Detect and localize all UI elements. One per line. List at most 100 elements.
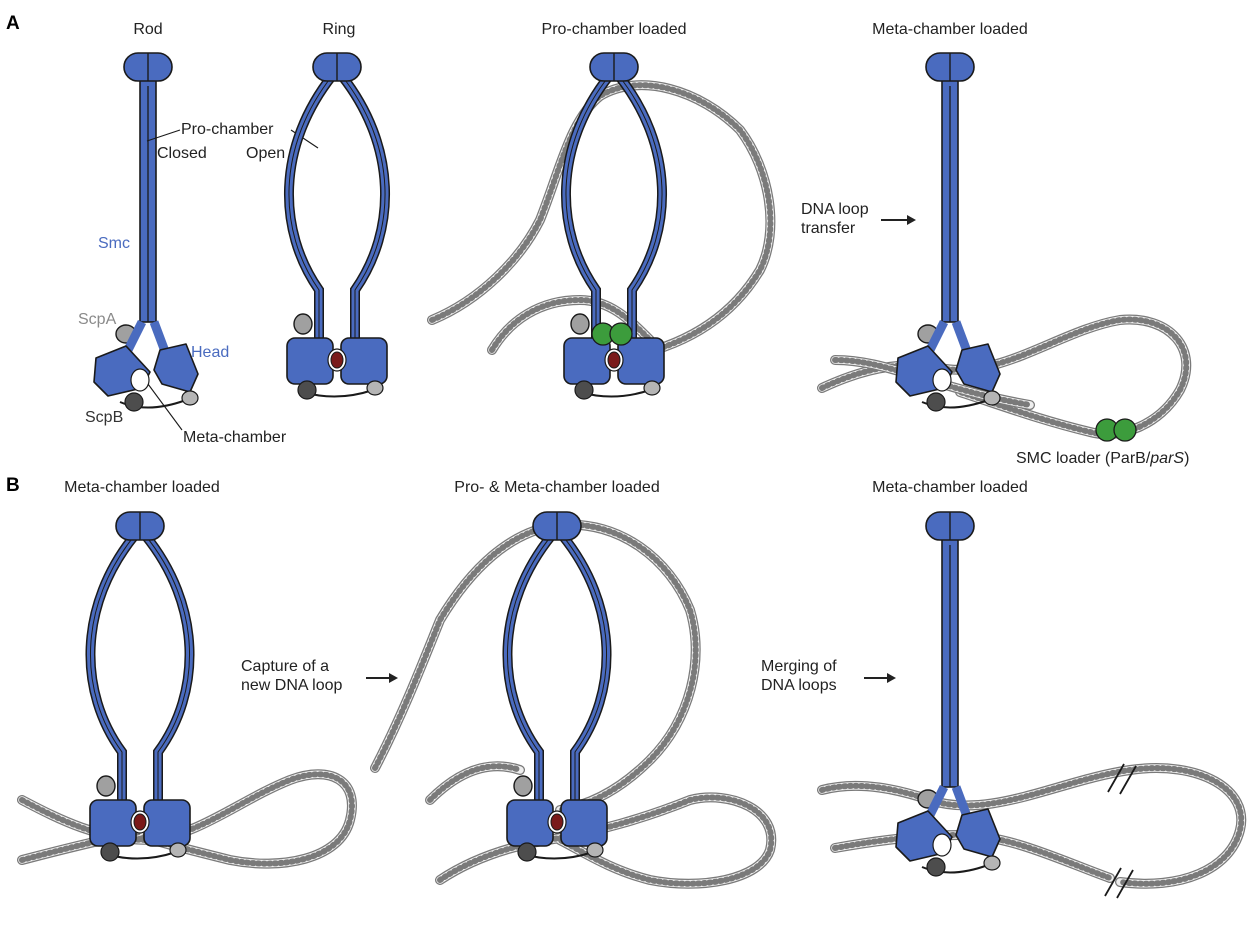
label-smc-loader-pars: parS [1150, 450, 1185, 467]
arm-left-line [507, 534, 553, 802]
atp-molecule [133, 813, 147, 831]
arm-left [87, 532, 138, 802]
dna-helix-turns [427, 763, 523, 803]
dna-strand-b2-left [425, 761, 525, 805]
arm-right-line [561, 534, 607, 802]
label-pro-chamber: Pro-chamber [181, 121, 274, 138]
head-right [955, 808, 1001, 858]
scpb-subunit [517, 842, 537, 862]
scpa-subunit [293, 313, 313, 335]
scpb-subunit [926, 857, 946, 877]
panel-b-title-pro-meta-loaded: Pro- & Meta-chamber loaded [454, 479, 660, 496]
arm-left-line [565, 75, 610, 340]
head-right [143, 799, 191, 847]
head-left [89, 799, 137, 847]
pointer-meta-chamber [147, 383, 183, 431]
smc-rod-a1 [93, 52, 199, 412]
break-mark-lower-2 [1116, 869, 1134, 899]
smc-ring-a3 [561, 52, 667, 400]
label-closed: Closed [157, 145, 207, 162]
panel-a-title-ring: Ring [322, 21, 356, 38]
label-meta-chamber: Meta-chamber [183, 429, 287, 446]
dna-body [818, 315, 1190, 438]
label-dna-loop-transfer: DNA loop transfer [801, 201, 869, 237]
label-scpb: ScpB [85, 409, 124, 426]
scpb-subunit [926, 392, 946, 412]
arm-right [339, 73, 389, 340]
head-right [340, 337, 388, 385]
arm-right [616, 73, 666, 340]
head-left [286, 337, 334, 385]
label-smc-loader-suffix: ) [1184, 450, 1190, 467]
break-mark-lower-1 [1104, 867, 1122, 897]
arm-right [142, 532, 193, 802]
meta-chamber-gap [932, 833, 952, 857]
dna-helix-turns [819, 765, 1245, 887]
break-mark-upper-2 [1119, 765, 1137, 795]
smc-ring-b1 [85, 511, 195, 862]
head-right [560, 799, 608, 847]
scpb-subunit [574, 380, 594, 400]
arrow-merging [864, 673, 896, 683]
smc-rod-a4 [895, 52, 1001, 412]
parb-dimer-right [609, 322, 633, 346]
dna-loop-b2-pro [370, 519, 701, 815]
arrow-capture [366, 673, 398, 683]
panel-a-title-meta-loaded: Meta-chamber loaded [872, 21, 1028, 38]
meta-chamber-gap [130, 368, 150, 392]
scpb-subunit [297, 380, 317, 400]
dna-helix-turns [372, 521, 699, 813]
pointer-pro-chamber-closed [146, 129, 181, 142]
smc-loader-a4 [1095, 418, 1137, 442]
panel-a-title-rod: Rod [133, 21, 163, 38]
arm-left-line [90, 534, 136, 802]
atp-molecule [550, 813, 564, 831]
scpa-subunit [513, 775, 533, 797]
kleisin-c-domain [643, 380, 661, 396]
dna-loop-a3-upper [427, 80, 776, 365]
smc-ring-b2 [502, 511, 612, 862]
dna-helix-turns [429, 82, 774, 363]
panel-b-title-meta-loaded-2: Meta-chamber loaded [872, 479, 1028, 496]
panel-a-title-pro-loaded: Pro-chamber loaded [541, 21, 687, 38]
arm-left-line [288, 75, 333, 340]
scpa-subunit [96, 775, 116, 797]
break-mark-upper-1 [1107, 763, 1125, 793]
kleisin-c-domain [169, 842, 187, 858]
scpb-subunit [124, 392, 144, 412]
scpb-subunit [100, 842, 120, 862]
scpa-subunit [570, 313, 590, 335]
label-open: Open [246, 145, 286, 162]
label-head: Head [191, 344, 230, 361]
smc-rod-b3 [895, 511, 1001, 877]
label-smc: Smc [98, 235, 130, 252]
atp-molecule [607, 351, 621, 369]
dna-loop-a4 [817, 314, 1192, 440]
kleisin-c-domain [983, 390, 1001, 406]
label-smc-loader-prefix: SMC loader (ParB/ [1016, 450, 1151, 467]
kleisin-c-domain [366, 380, 384, 396]
panel-b-letter: B [6, 475, 20, 496]
panel-b-title-meta-loaded-1: Meta-chamber loaded [64, 479, 220, 496]
dna-loop-b3 [817, 763, 1247, 889]
smc-ring-a2 [284, 52, 390, 400]
kleisin-c-domain [181, 390, 199, 406]
arm-right [559, 532, 610, 802]
label-merging-loops: Merging of DNA loops [761, 658, 837, 694]
arm-right-line [618, 75, 663, 340]
label-capture-new-loop: Capture of a new DNA loop [241, 658, 343, 694]
arm-right-line [144, 534, 190, 802]
arm-left [285, 73, 335, 340]
arm-left [504, 532, 555, 802]
meta-chamber-gap [932, 368, 952, 392]
head-left [506, 799, 554, 847]
dna-helix-turns [819, 316, 1190, 438]
dna-outline [817, 314, 1192, 440]
atp-molecule [330, 351, 344, 369]
label-scpa: ScpA [78, 311, 117, 328]
kleisin-c-domain [586, 842, 604, 858]
arrow-dna-loop-transfer [881, 215, 916, 225]
smc-loader-a3 [591, 322, 633, 346]
